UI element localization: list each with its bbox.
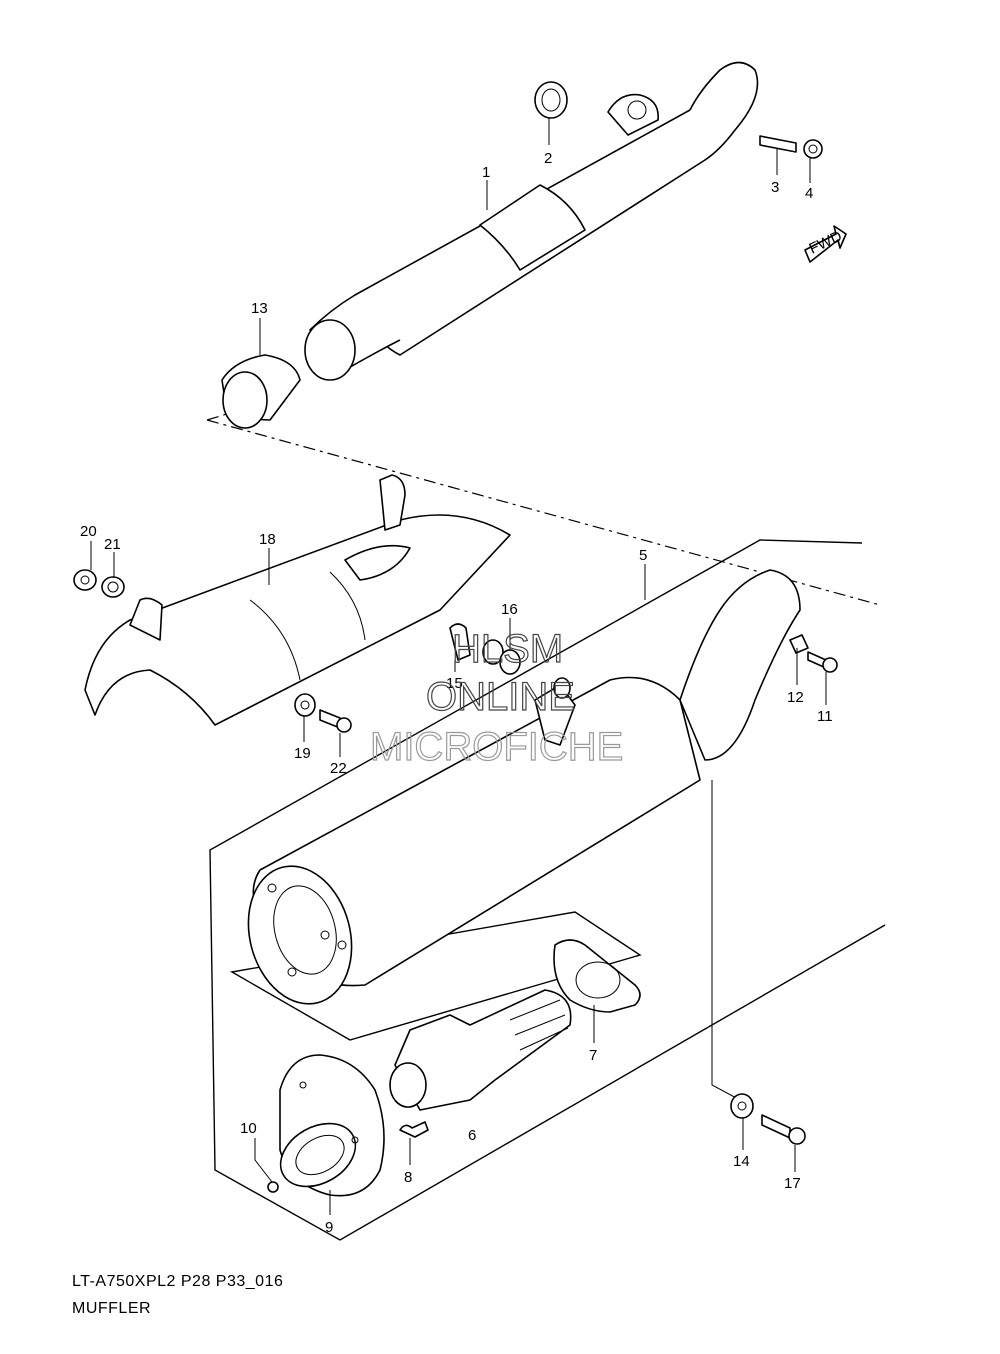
callout-9: 9	[325, 1219, 333, 1236]
callout-10: 10	[240, 1120, 257, 1137]
part-screw-10[interactable]	[267, 1181, 279, 1193]
forward-arrow-icon: FWD	[804, 225, 847, 263]
part-connector-sleeve[interactable]	[221, 354, 301, 429]
diagram-title: MUFFLER	[72, 1300, 152, 1317]
part-washer-14[interactable]	[730, 1093, 754, 1119]
watermark: HLSM ONLINE MICROFICHE	[369, 626, 624, 769]
watermark-line-1: HLSM	[452, 627, 563, 671]
callout-12: 12	[787, 689, 804, 706]
callout-14: 14	[733, 1153, 750, 1170]
callout-22: 22	[330, 760, 347, 777]
callout-13: 13	[251, 300, 268, 317]
part-muffler-body[interactable]	[234, 569, 801, 1016]
fwd-label: FWD	[807, 228, 845, 258]
callout-16: 16	[501, 601, 518, 618]
part-bolt-17[interactable]	[761, 1114, 806, 1145]
callout-1: 1	[482, 164, 490, 181]
callout-8: 8	[404, 1169, 412, 1186]
callout-15: 15	[446, 675, 463, 692]
part-cushion-16[interactable]	[482, 639, 521, 675]
callout-19: 19	[294, 745, 311, 762]
diagram-code: LT-A750XPL2 P28 P33_016	[72, 1273, 284, 1290]
part-end-cap[interactable]	[269, 1054, 385, 1199]
part-heat-shield[interactable]	[84, 474, 511, 726]
part-exhaust-pipe[interactable]	[304, 61, 759, 381]
callout-4: 4	[805, 185, 813, 202]
callout-21: 21	[104, 536, 121, 553]
part-spacer-12[interactable]	[789, 634, 809, 654]
watermark-line-3: MICROFICHE	[370, 725, 623, 769]
callout-11: 11	[817, 708, 833, 725]
part-washer-19[interactable]	[294, 693, 316, 717]
part-gasket-plate[interactable]	[553, 939, 641, 1013]
callout-labels: 1 2 3 4 5 6 7 8 9 10 11 12 13 14 15 16 1…	[80, 150, 833, 1236]
callout-17: 17	[784, 1175, 801, 1192]
part-nut[interactable]	[803, 139, 823, 159]
part-screw-8[interactable]	[399, 1121, 429, 1138]
muffler-body-outline	[209, 539, 886, 1241]
callout-7: 7	[589, 1047, 597, 1064]
part-washer-20[interactable]	[73, 569, 97, 591]
callout-5: 5	[639, 547, 647, 564]
part-bolt-22[interactable]	[319, 709, 352, 733]
callout-3: 3	[771, 179, 779, 196]
callout-18: 18	[259, 531, 276, 548]
part-inner-pipe[interactable]	[389, 989, 572, 1111]
inner-baffle-outline	[229, 911, 642, 1041]
callout-20: 20	[80, 523, 97, 540]
part-stud-bolt[interactable]	[759, 135, 797, 153]
watermark-line-2: ONLINE	[426, 675, 575, 719]
leader-lines	[90, 118, 827, 1215]
callout-6: 6	[468, 1127, 476, 1144]
part-bolt-15[interactable]	[449, 623, 471, 661]
part-bolt-11[interactable]	[807, 651, 838, 673]
bolt-leader-line	[711, 780, 741, 1101]
part-grommet-21[interactable]	[101, 576, 125, 598]
callout-2: 2	[544, 150, 552, 167]
part-gasket[interactable]	[534, 81, 568, 119]
